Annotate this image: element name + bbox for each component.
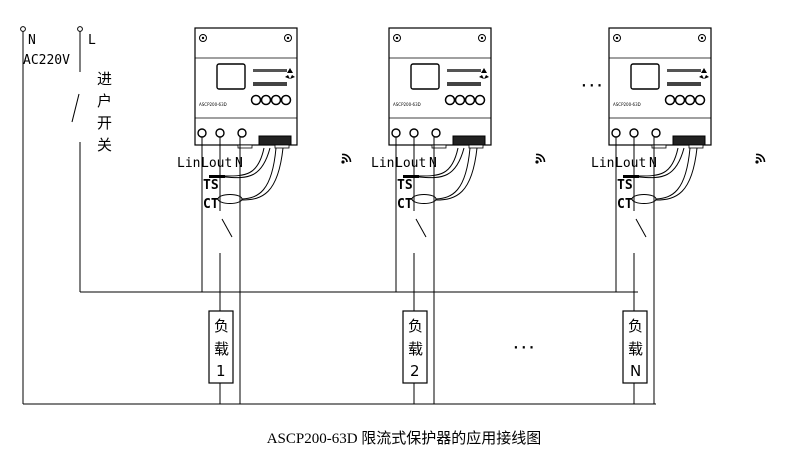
device-ellipsis: ··· (580, 79, 603, 94)
terminal-screw-icon (629, 128, 639, 138)
lcd-display (410, 63, 440, 90)
lout-label: Lout (395, 156, 426, 171)
load-box: 负 载 2 (402, 310, 428, 384)
load-number: 2 (410, 362, 420, 380)
unit-wiring (615, 137, 698, 404)
device-model-label: ASCP200-63D (199, 102, 227, 107)
load-box: 负 载 1 (208, 310, 234, 384)
protector-unit-n: ASCP200-63D Lin Lout N TS (591, 27, 766, 404)
device-model-label: ASCP200-63D (613, 102, 641, 107)
terminal-screw-icon (611, 128, 621, 138)
lout-label: Lout (615, 156, 646, 171)
device-key-icon (694, 94, 706, 106)
switch-label-1: 进 (97, 70, 112, 88)
device-key-icon (270, 94, 282, 106)
voltage-label: AC220V (23, 53, 70, 68)
figure-caption: ASCP200-63D 限流式保护器的应用接线图 (267, 429, 542, 447)
n-label: N (28, 33, 36, 48)
incoming-switch-blade (71, 93, 80, 123)
device-key-icon (674, 94, 686, 106)
device-key-icon (250, 94, 262, 106)
device-body: ASCP200-63D (388, 27, 492, 149)
l-terminal-circle (77, 26, 83, 32)
device-body: ASCP200-63D (194, 27, 298, 149)
n-terminal-label: N (235, 156, 243, 171)
signal-terminal-block (258, 135, 292, 146)
load-ellipsis: ··· (512, 341, 535, 356)
lout-label: Lout (201, 156, 232, 171)
switch-label-3: 开 (97, 114, 112, 132)
device-key-icon (664, 94, 676, 106)
lcd-display (216, 63, 246, 90)
lin-label: Lin (371, 156, 394, 171)
load-char-2: 载 (214, 340, 229, 358)
terminal-screw-icon (391, 128, 401, 138)
n-terminal-label: N (649, 156, 657, 171)
terminal-screw-icon (197, 128, 207, 138)
unit-wiring (395, 137, 478, 404)
lin-label: Lin (177, 156, 200, 171)
terminal-labels: Lin Lout N (371, 156, 437, 171)
load-char-2: 载 (628, 340, 643, 358)
switch-label-2: 户 (97, 92, 112, 110)
n-terminal-label: N (429, 156, 437, 171)
switch-label-4: 关 (97, 136, 112, 154)
load-char-1: 负 (628, 317, 643, 335)
device-key-icon (260, 94, 272, 106)
n-terminal-circle (20, 26, 26, 32)
ts-label: TS (397, 178, 413, 193)
protector-unit-1: ASCP200-63D Lin Lout N TS (177, 27, 352, 404)
device-key-icon (464, 94, 476, 106)
load-char-1: 负 (408, 317, 423, 335)
lin-label: Lin (591, 156, 614, 171)
load-char-2: 载 (408, 340, 423, 358)
device-key-icon (684, 94, 696, 106)
ct-label: CT (617, 197, 633, 212)
l-label: L (88, 33, 96, 48)
lcd-display (630, 63, 660, 90)
terminal-screw-icon (215, 128, 225, 138)
load-box: 负 载 N (622, 310, 648, 384)
terminal-screw-icon (651, 128, 661, 138)
unit-wiring (201, 137, 284, 404)
radiation-icon (479, 68, 489, 79)
radiation-icon (285, 68, 295, 79)
ts-label: TS (203, 178, 219, 193)
device-body: ASCP200-63D (608, 27, 712, 149)
terminal-screw-icon (409, 128, 419, 138)
device-model-label: ASCP200-63D (393, 102, 421, 107)
terminal-labels: Lin Lout N (591, 156, 657, 171)
device-key-icon (444, 94, 456, 106)
terminal-labels: Lin Lout N (177, 156, 243, 171)
wireless-icon (340, 153, 352, 165)
radiation-icon (699, 68, 709, 79)
load-char-1: 负 (214, 317, 229, 335)
ts-label: TS (617, 178, 633, 193)
terminal-screw-icon (237, 128, 247, 138)
terminal-screw-icon (431, 128, 441, 138)
signal-terminal-block (452, 135, 486, 146)
ct-label: CT (203, 197, 219, 212)
protector-unit-2: ASCP200-63D Lin Lout N TS (371, 27, 546, 404)
device-key-icon (280, 94, 292, 106)
load-number: 1 (216, 362, 226, 380)
signal-terminal-block (672, 135, 706, 146)
supply-section: N L AC220V 进 户 开 关 (20, 26, 656, 405)
device-key-icon (474, 94, 486, 106)
wireless-icon (754, 153, 766, 165)
load-number: N (630, 362, 641, 380)
device-key-icon (454, 94, 466, 106)
wireless-icon (534, 153, 546, 165)
ct-label: CT (397, 197, 413, 212)
